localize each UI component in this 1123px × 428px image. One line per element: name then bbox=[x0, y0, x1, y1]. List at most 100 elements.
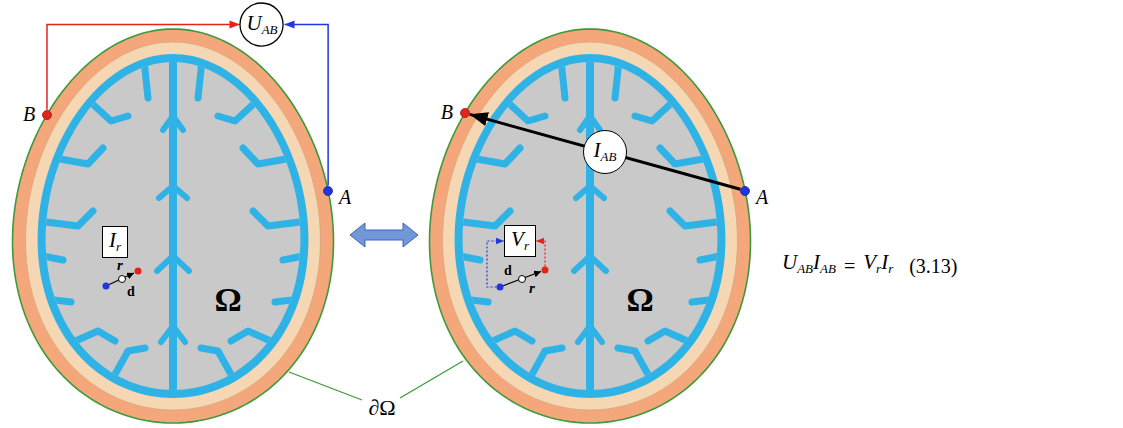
midline-fissure bbox=[173, 326, 185, 342]
electrode-label: A bbox=[756, 186, 768, 209]
electrode-shape bbox=[42, 110, 52, 120]
edge-group bbox=[47, 25, 740, 190]
midline-fissure bbox=[590, 186, 604, 198]
sulcus bbox=[660, 148, 720, 164]
sulcus bbox=[231, 331, 293, 351]
electrode-circle bbox=[324, 186, 333, 195]
node-label: Ir bbox=[109, 228, 121, 255]
voltage-box: Vr bbox=[504, 225, 536, 257]
electrode-label: B bbox=[441, 101, 453, 124]
node-label: Vr bbox=[511, 227, 529, 254]
electrode-label: B bbox=[23, 103, 35, 126]
sulcus bbox=[470, 331, 532, 351]
head-section bbox=[12, 29, 333, 423]
dipole-pole bbox=[135, 268, 142, 275]
midline-fissure bbox=[586, 51, 594, 401]
electrode-shape bbox=[740, 186, 750, 196]
equivalence-arrow bbox=[350, 223, 418, 247]
midline-fissure bbox=[173, 186, 187, 198]
boundary-leader bbox=[400, 361, 463, 398]
dipole-center bbox=[119, 276, 126, 283]
boundary-label: ∂Ω bbox=[368, 395, 395, 420]
equation-term: Ir bbox=[881, 250, 893, 277]
sulcus bbox=[460, 256, 480, 260]
sulcus bbox=[648, 331, 710, 351]
skull-layer bbox=[443, 42, 738, 410]
electrode-shape bbox=[460, 108, 470, 118]
equation-term: UAB bbox=[782, 250, 813, 277]
edge-label: IAB bbox=[594, 138, 617, 165]
equation-row: UABIAB=VrIr(3.13) bbox=[782, 250, 958, 278]
domain-label: Ω bbox=[214, 280, 241, 319]
electrode-dot: A bbox=[323, 186, 333, 196]
sulci-group bbox=[38, 51, 308, 401]
circle-shape bbox=[240, 3, 283, 46]
sulcus bbox=[243, 148, 303, 164]
electrode-circle bbox=[42, 110, 51, 119]
boundary-leader bbox=[289, 372, 362, 400]
sulcus bbox=[520, 348, 562, 396]
midline-fissure bbox=[590, 116, 600, 130]
sulcus bbox=[283, 256, 303, 260]
vector-label: r bbox=[117, 257, 123, 274]
dotted-leader bbox=[487, 241, 504, 287]
sulcus bbox=[201, 348, 243, 396]
sulcus bbox=[670, 211, 725, 226]
midline-fissure bbox=[173, 256, 189, 271]
equation-term: IAB bbox=[813, 250, 836, 277]
sulcus bbox=[460, 148, 520, 164]
sulcus bbox=[700, 256, 720, 260]
equation-number: (3.13) bbox=[909, 255, 957, 278]
head-group bbox=[12, 29, 750, 423]
vector-label: d bbox=[127, 284, 135, 300]
vector-label: d bbox=[504, 263, 512, 279]
current-arrow bbox=[470, 114, 741, 189]
measurement-wire bbox=[47, 25, 239, 110]
sulcus bbox=[455, 298, 488, 302]
vector-label: r bbox=[529, 280, 535, 297]
sulcus bbox=[560, 51, 565, 98]
electrode-circle bbox=[460, 109, 469, 118]
sulcus bbox=[103, 348, 145, 396]
equation-term: Vr bbox=[863, 250, 881, 277]
sulcus bbox=[73, 86, 128, 121]
sulcus bbox=[218, 86, 273, 121]
sulcus bbox=[490, 86, 545, 121]
electrode-label: A bbox=[339, 186, 351, 209]
current-source-box: Ir bbox=[102, 226, 128, 258]
electrode-dot: B bbox=[42, 110, 52, 120]
skull-layer bbox=[26, 42, 321, 410]
sulcus bbox=[275, 298, 308, 302]
sulcus bbox=[253, 211, 308, 226]
dipole-pole bbox=[542, 267, 549, 274]
sulcus bbox=[43, 256, 63, 260]
midline-fissure bbox=[173, 116, 183, 130]
sulcus bbox=[455, 211, 510, 226]
scalp-layer bbox=[12, 29, 333, 423]
edge-label-circle: IAB bbox=[583, 130, 627, 174]
sulcus bbox=[692, 298, 725, 302]
sulcus bbox=[198, 51, 203, 98]
sulcus bbox=[38, 211, 93, 226]
sulcus bbox=[38, 298, 71, 302]
measurement-wire bbox=[285, 25, 329, 186]
sulcus bbox=[635, 86, 690, 121]
midline-fissure bbox=[169, 51, 177, 401]
node-label: UAB bbox=[246, 11, 277, 38]
sulcus bbox=[53, 331, 115, 351]
electrode-circle bbox=[741, 186, 750, 195]
dotted-leader bbox=[536, 241, 545, 267]
midline-fissure bbox=[574, 256, 590, 271]
sulcus bbox=[43, 148, 103, 164]
sulcus bbox=[618, 348, 660, 396]
dipole-center bbox=[519, 276, 526, 283]
electrode-dot: A bbox=[740, 186, 750, 196]
head-section bbox=[429, 29, 750, 423]
electrode-dot: B bbox=[460, 108, 470, 118]
midline-fissure bbox=[590, 256, 606, 271]
voltmeter-circle: UAB bbox=[239, 2, 284, 47]
domain-label: Ω bbox=[626, 280, 653, 319]
sulci-group bbox=[455, 51, 725, 401]
